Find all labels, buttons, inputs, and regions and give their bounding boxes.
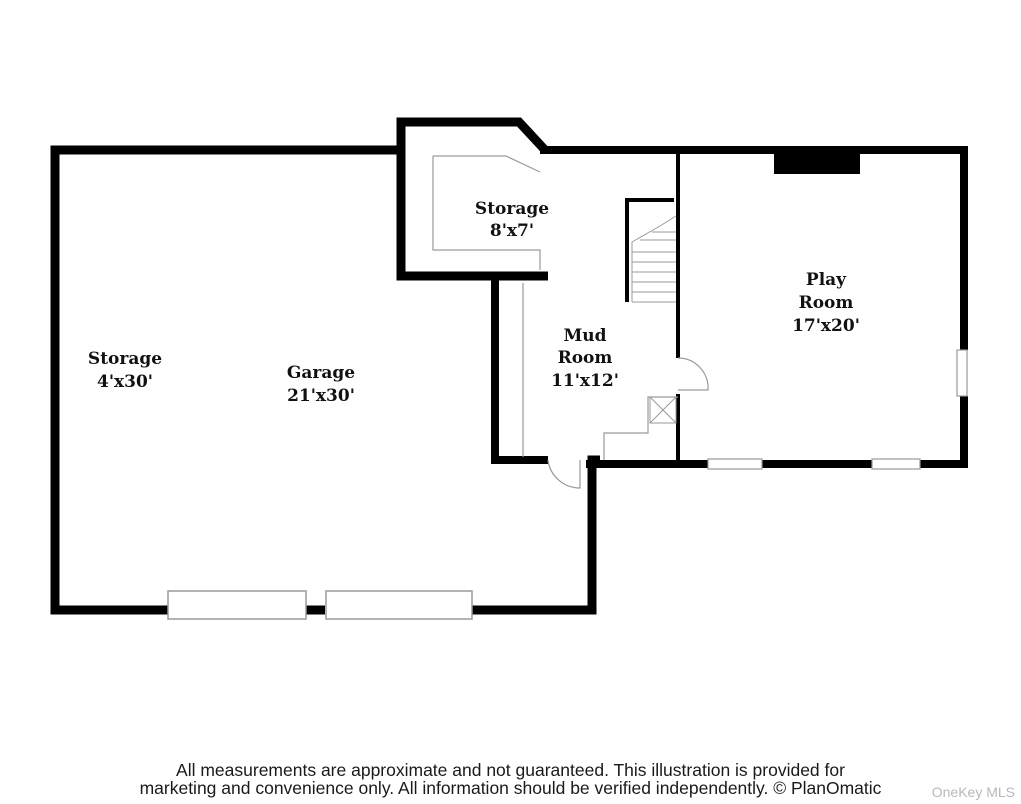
garage-door-right xyxy=(325,590,473,620)
window-south-1 xyxy=(707,458,763,470)
mud-room-name-line2: Room xyxy=(558,348,613,368)
play-room-name-line2: Room xyxy=(799,293,854,313)
staircase-treads xyxy=(631,215,677,303)
storage-left-name: Storage xyxy=(88,349,162,369)
garage-door-left xyxy=(167,590,307,620)
garage-dims: 21'x30' xyxy=(287,386,355,406)
storage-left-dims: 4'x30' xyxy=(97,372,153,392)
disclaimer-line-1: All measurements are approximate and not… xyxy=(176,760,845,780)
storage-top-dims: 8'x7' xyxy=(490,221,534,241)
staircase-wall xyxy=(625,198,674,302)
window-south-2 xyxy=(871,458,921,470)
watermark-text: OneKey MLS xyxy=(931,784,1015,800)
window-east xyxy=(956,349,968,397)
fireplace xyxy=(774,154,860,174)
garage-name: Garage xyxy=(287,363,355,383)
disclaimer-line-2: marketing and convenience only. All info… xyxy=(139,778,882,798)
top-storage-shelf xyxy=(432,155,541,270)
mud-room-wall-left xyxy=(491,280,548,464)
door-swing-garage xyxy=(547,459,581,489)
utility-closet xyxy=(649,396,677,424)
play-room-dims: 17'x20' xyxy=(792,316,860,336)
mud-room-dims: 11'x12' xyxy=(551,371,619,391)
play-room-name-line1: Play xyxy=(806,270,847,290)
top-exterior-wall xyxy=(540,146,968,468)
top-storage-wall xyxy=(396,117,549,281)
door-swing-play-room xyxy=(677,357,709,391)
storage-top-name: Storage xyxy=(475,199,549,219)
mud-room-name-line1: Mud xyxy=(563,326,606,346)
